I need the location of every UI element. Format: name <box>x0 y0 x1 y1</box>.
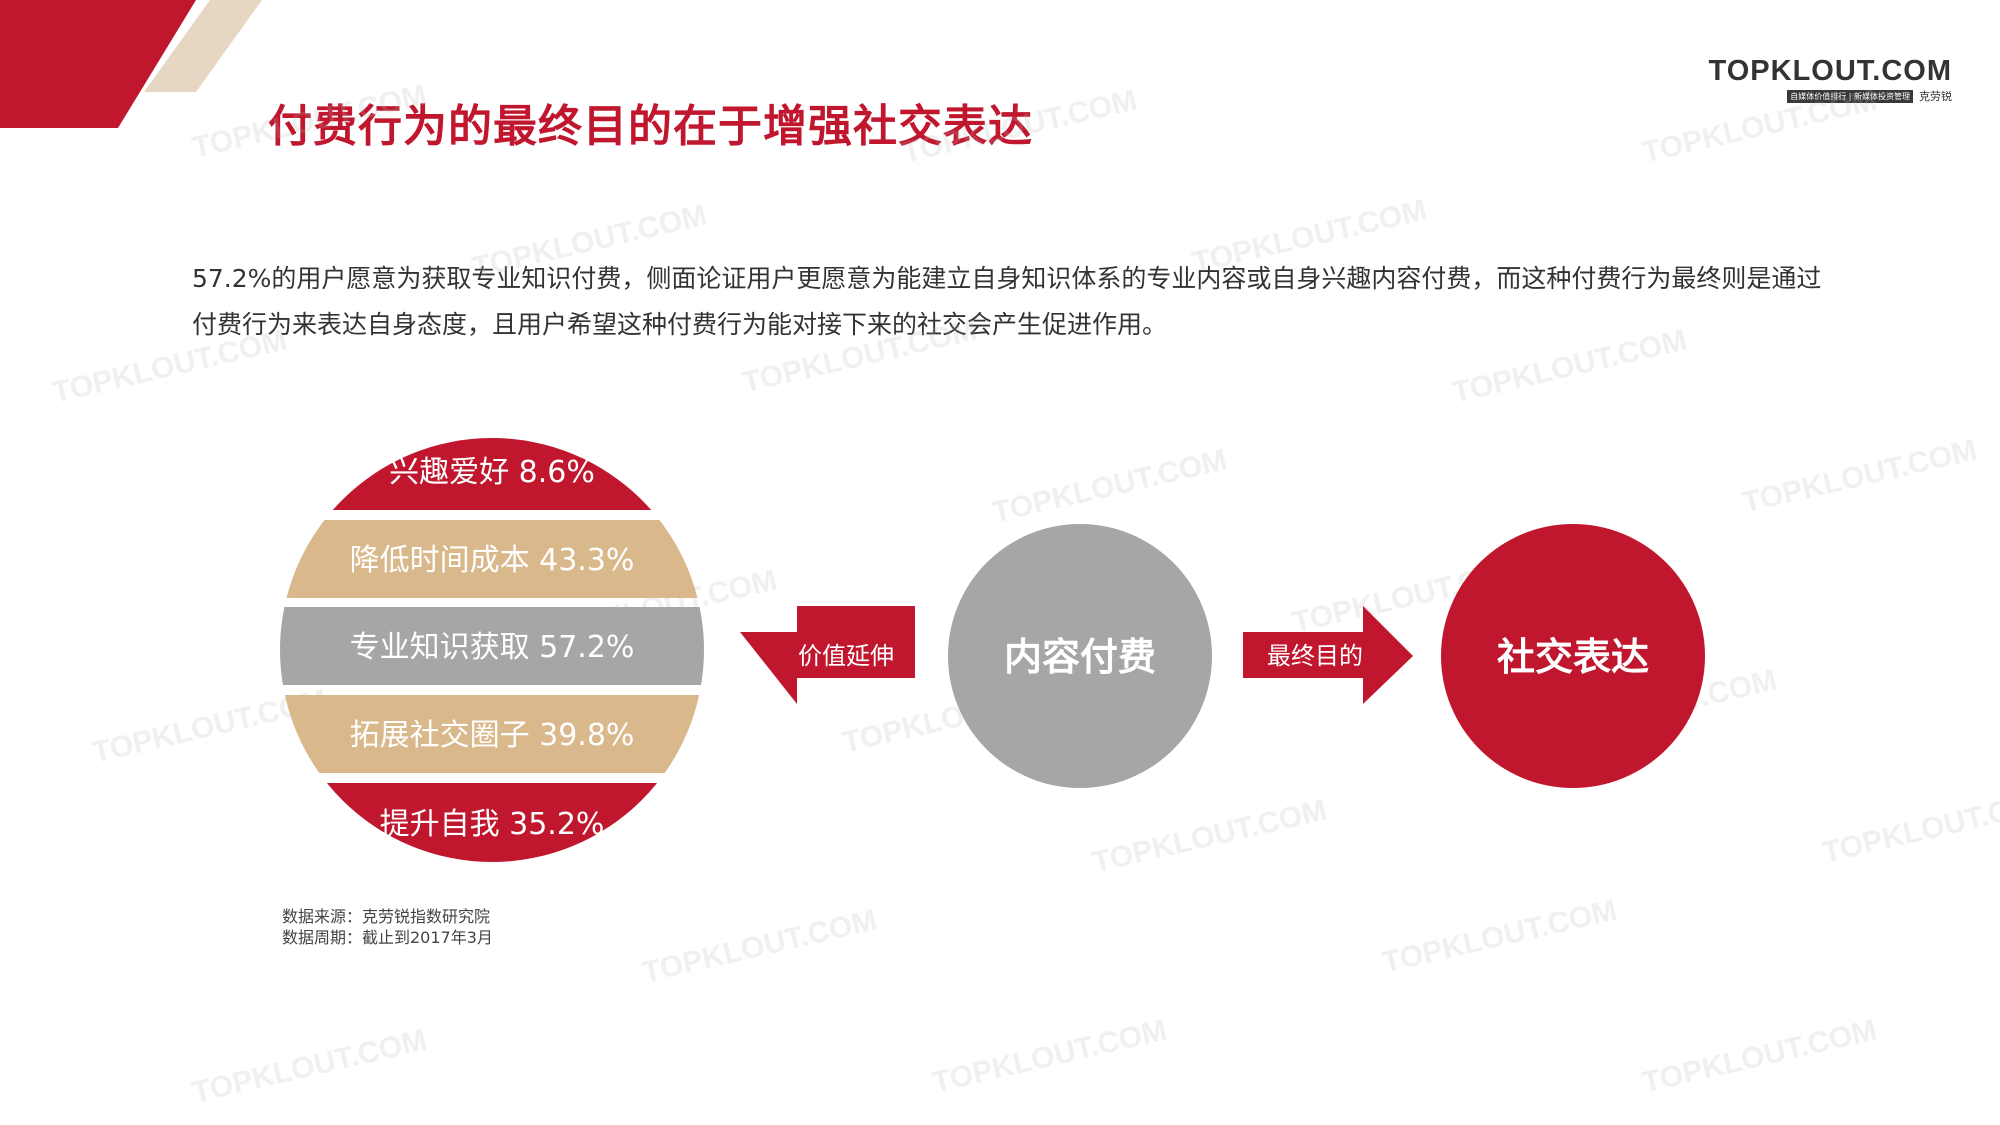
right-arrow-label: 最终目的 <box>1267 642 1363 670</box>
logo-wordmark: TOPKLOUT.COM <box>1708 55 1952 87</box>
left-arrow <box>740 606 915 704</box>
left-arrow-label: 价值延伸 <box>798 642 894 670</box>
period-line: 数据周期：截止到2017年3月 <box>282 928 493 947</box>
segment-band <box>280 695 704 773</box>
social-expression-node <box>1441 524 1705 788</box>
intro-paragraph: 57.2%的用户愿意为获取专业知识付费，侧面论证用户更愿意为能建立自身知识体系的… <box>192 264 1822 339</box>
segment-label: 提升自我 35.2% <box>380 807 605 842</box>
source-line: 数据来源：克劳锐指数研究院 <box>282 907 491 926</box>
page-title: 付费行为的最终目的在于增强社交表达 <box>268 101 1033 152</box>
right-node-label: 社交表达 <box>1497 635 1649 679</box>
data-source-note: 数据来源：克劳锐指数研究院 数据周期：截止到2017年3月 <box>282 906 493 948</box>
corner-decoration <box>0 0 262 128</box>
brand-logo: TOPKLOUT.COM 自媒体价值排行 | 新媒体投资管理 克劳锐 <box>1709 56 1952 104</box>
center-node-label: 内容付费 <box>1004 635 1156 679</box>
logo-tagline: 自媒体价值排行 | 新媒体投资管理 <box>1787 89 1913 103</box>
segment-band <box>280 520 704 598</box>
segment-label: 拓展社交圈子 39.8% <box>350 718 635 753</box>
segment-label: 降低时间成本 43.3% <box>350 543 635 578</box>
segment-band <box>280 607 704 685</box>
content-payment-node <box>948 524 1212 788</box>
right-arrow <box>1243 606 1413 704</box>
logo-chinese-name: 克劳锐 <box>1919 90 1952 103</box>
red-corner-stripe <box>0 0 196 128</box>
segment-label: 兴趣爱好 8.6% <box>389 455 595 490</box>
segment-label: 专业知识获取 57.2% <box>350 630 635 665</box>
beige-corner-stripe <box>144 0 262 92</box>
